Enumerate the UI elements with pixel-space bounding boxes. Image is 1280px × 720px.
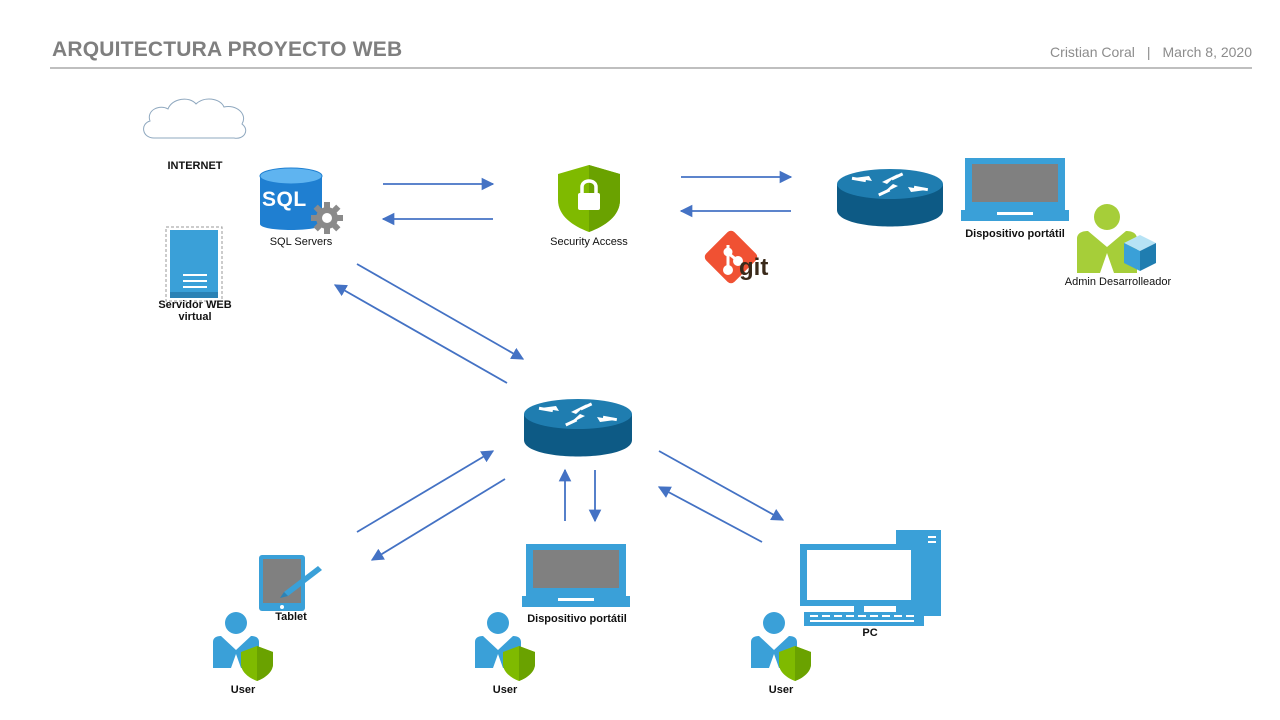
user-label: User — [768, 684, 794, 696]
arrow-sql-to-core-router — [356, 263, 525, 360]
tablet-icon — [259, 555, 322, 611]
header-date: March 8, 2020 — [1162, 44, 1253, 60]
user-label: User — [492, 684, 518, 696]
arrow-router-to-pc — [658, 450, 785, 521]
arrow-tablet-to-router — [356, 450, 495, 533]
desktop-pc-icon — [800, 530, 941, 626]
security-access-label: Security Access — [550, 236, 628, 248]
admin-label: Admin Desarrolleador — [1064, 276, 1172, 288]
arrow-pc-to-router — [657, 486, 763, 543]
page-title: ARQUITECTURA PROYECTO WEB — [52, 38, 403, 61]
cloud-icon — [143, 98, 247, 139]
header-divider — [50, 67, 1252, 69]
web-server-label-line1: Servidor WEB — [158, 299, 232, 311]
header-meta: Cristian Coral | March 8, 2020 — [1050, 44, 1252, 60]
arrow-router-to-tablet — [370, 478, 506, 561]
pc-label: PC — [862, 627, 878, 639]
tablet-label: Tablet — [275, 611, 307, 623]
user-shield-icon — [751, 612, 811, 681]
web-server-label: Servidor WEB virtual — [145, 299, 245, 323]
security-shield-icon — [558, 165, 620, 232]
sql-servers-label: SQL Servers — [269, 236, 333, 248]
sql-database-icon — [259, 167, 343, 234]
header-separator: | — [1146, 44, 1151, 60]
arrow-core-router-to-sql — [333, 284, 508, 384]
dev-laptop-label: Dispositivo portátil — [965, 228, 1065, 240]
sql-logo-text: SQL — [262, 188, 307, 211]
laptop-icon — [522, 544, 630, 607]
user-label: User — [230, 684, 256, 696]
user-shield-icon — [213, 612, 273, 681]
git-icon — [704, 230, 758, 284]
author-name: Cristian Coral — [1050, 44, 1135, 60]
server-icon — [165, 226, 223, 302]
core-router-icon — [524, 399, 632, 457]
laptop-icon — [961, 158, 1069, 221]
router-icon — [837, 169, 943, 227]
internet-label: INTERNET — [167, 160, 223, 172]
web-server-label-line2: virtual — [178, 311, 212, 323]
user-laptop-label: Dispositivo portátil — [527, 613, 627, 625]
git-text: git — [739, 254, 769, 281]
user-shield-icon — [475, 612, 535, 681]
admin-user-icon — [1077, 204, 1156, 273]
